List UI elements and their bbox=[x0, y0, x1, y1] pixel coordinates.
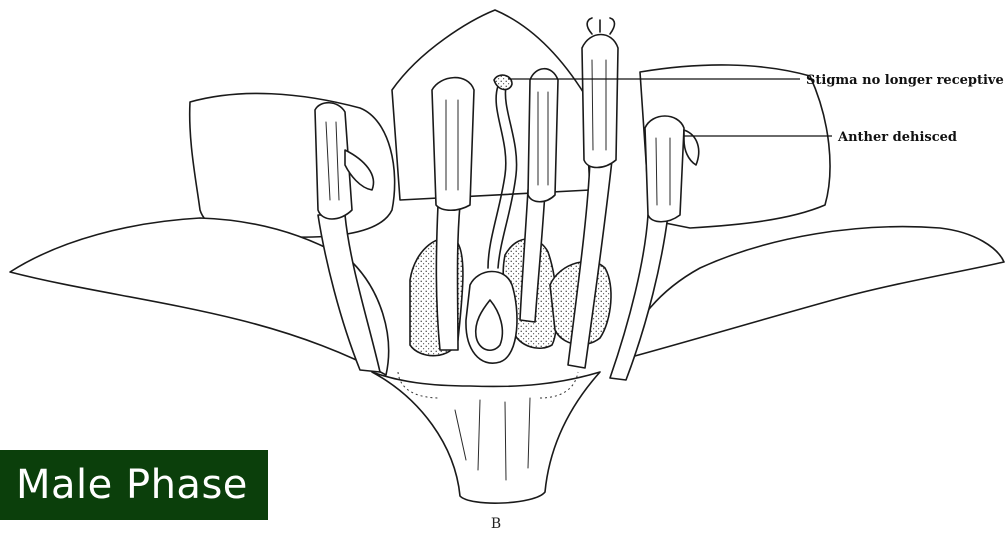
filament-2 bbox=[436, 205, 460, 350]
anther-3 bbox=[528, 69, 558, 202]
anther-4 bbox=[582, 35, 618, 168]
anther-2 bbox=[432, 78, 474, 211]
anther-label: Anther dehisced bbox=[837, 130, 957, 145]
petal-front-right bbox=[620, 227, 1004, 360]
ovary bbox=[466, 271, 517, 363]
figure-letter: B bbox=[491, 516, 501, 532]
petal-back-center bbox=[392, 10, 590, 200]
phase-label-badge: Male Phase bbox=[0, 450, 268, 520]
phase-label: Male Phase bbox=[16, 462, 248, 508]
stigma-label: Stigma no longer receptive bbox=[806, 73, 1004, 88]
anther-5 bbox=[645, 116, 684, 222]
